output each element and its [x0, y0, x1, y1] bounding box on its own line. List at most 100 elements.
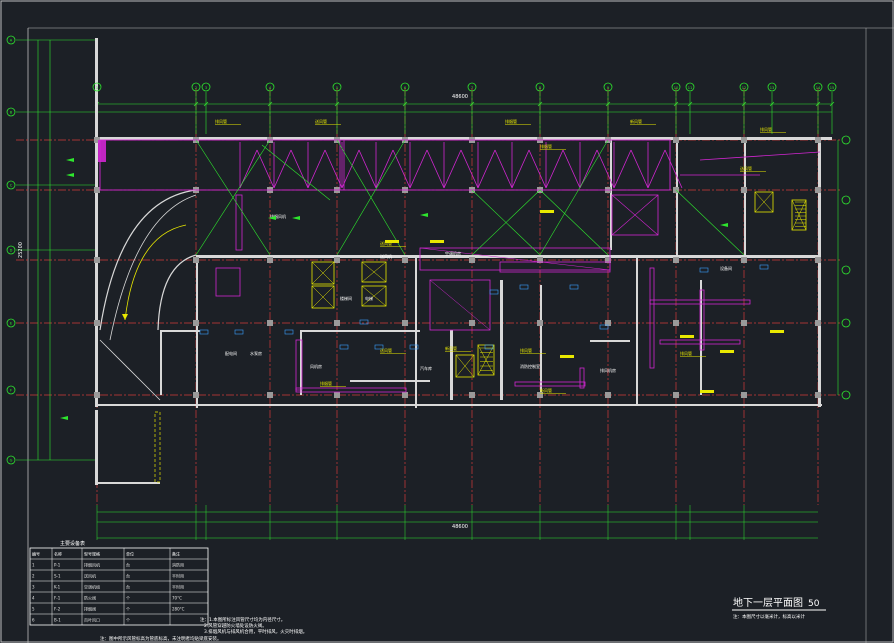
top-axis-bubble [767, 82, 777, 92]
air-terminal [759, 264, 769, 270]
structural-column [469, 320, 475, 326]
top-axis-bubble [813, 82, 823, 92]
elevator-cross [791, 199, 807, 231]
dimension-tick [741, 101, 747, 107]
duct-tag: 排风管 [680, 350, 692, 356]
top-axis-bubble [400, 82, 410, 92]
structural-column [673, 320, 679, 326]
duct-segment [419, 247, 611, 271]
structural-column [334, 392, 340, 398]
flow-arrow [66, 173, 74, 177]
wall-segment [97, 137, 832, 140]
top-axis-bubble [685, 82, 695, 92]
duct-zigzag [613, 149, 632, 189]
duct-box [215, 267, 241, 297]
legend-cell: 6 [32, 618, 35, 623]
legend-cell: 个 [126, 596, 130, 601]
flow-arrow [420, 213, 428, 217]
legend-cell: 排烟阀 [84, 606, 96, 612]
wall-segment [630, 255, 820, 258]
top-axis-bubble [827, 82, 837, 92]
air-terminal [339, 344, 349, 350]
legend-cell: 1 [32, 563, 35, 568]
structural-column [741, 392, 747, 398]
legend-cell: P-1 [54, 563, 61, 568]
dimension-tick [673, 101, 679, 107]
main-exhaust-duct-zone [99, 139, 671, 191]
dimension-tick [687, 101, 693, 107]
legend-cell: B-1 [54, 618, 61, 623]
elevator-cross [754, 191, 774, 213]
duct-tag: 排风管 [760, 126, 772, 132]
duct-tag: 送风管 [380, 347, 392, 353]
structural-column [741, 320, 747, 326]
right-axis-bubble [841, 390, 851, 400]
duct-diagonal [419, 247, 611, 271]
structural-column [741, 137, 747, 143]
duct-tag: 送风管 [315, 118, 327, 124]
duct-zigzag [664, 149, 683, 189]
wall-segment [818, 137, 821, 407]
smoke-zone-diagonal [261, 144, 331, 201]
air-terminal [374, 344, 384, 350]
legend-cell: 70°C [172, 596, 182, 601]
axis-grid [16, 39, 840, 505]
air-terminal [484, 344, 494, 350]
legend-cell: 280°C [172, 607, 185, 612]
air-terminal [489, 289, 499, 295]
wall-segment [160, 330, 162, 395]
duct-zigzag [426, 149, 445, 189]
structural-column [673, 137, 679, 143]
duct-zigzag [579, 149, 598, 189]
top-axis-bubble [467, 82, 477, 92]
equipment-marker [680, 335, 694, 338]
note-line-3: 3.排烟风机与排风机合用，平时排风，火灾时排烟。 [204, 628, 307, 635]
dimension-tick [402, 101, 408, 107]
elevator-stair-box [361, 285, 387, 307]
structural-column [469, 392, 475, 398]
left-axis-label: B [10, 110, 13, 114]
ramp-curve-inner [109, 194, 197, 341]
dimension-tick [605, 101, 611, 107]
structural-column [605, 320, 611, 326]
duct-tag: 排烟管 [505, 118, 517, 124]
equipment-marker [385, 240, 399, 243]
top-axis-label: 5 [336, 86, 338, 90]
duct-segment [339, 139, 345, 191]
right-axis-bubble [841, 318, 851, 328]
flow-arrow [720, 223, 728, 227]
duct-segment [649, 267, 655, 369]
equipment-marker [770, 330, 784, 333]
legend-cell: 2 [32, 574, 35, 579]
legend-header-cell: 单位 [126, 551, 134, 557]
top-axis-label: 3 [205, 86, 207, 90]
legend-cell: F-2 [54, 607, 61, 612]
wall-segment [300, 330, 420, 332]
legend-cell: K-1 [54, 585, 61, 590]
top-axis-label: 13 [770, 86, 775, 90]
structural-column [193, 257, 199, 263]
wall-segment [160, 330, 200, 332]
legend-cell: 个 [126, 607, 130, 612]
wall-segment [97, 404, 822, 406]
elevator-stair-box [754, 191, 774, 213]
legend-cell: 排烟风机 [84, 562, 100, 568]
title-note: 注：本图尺寸以毫米计，标高以米计 [733, 613, 805, 620]
legend-cell: 台 [126, 562, 130, 568]
flow-arrow [268, 216, 276, 220]
elevator-cross [477, 344, 495, 376]
dimension-tick [203, 101, 209, 107]
wall-segment [196, 258, 198, 408]
left-axis-bubble [6, 107, 16, 117]
wall-segment [636, 258, 638, 406]
left-axis-label: G [10, 458, 13, 462]
wall-segment [95, 38, 98, 138]
left-axis-bubble [6, 318, 16, 328]
air-terminal [284, 329, 294, 335]
legend-cell: 台 [126, 584, 130, 590]
dimension-tick [334, 101, 340, 107]
room-label: 排风机房 [600, 367, 616, 373]
structural-column [193, 320, 199, 326]
